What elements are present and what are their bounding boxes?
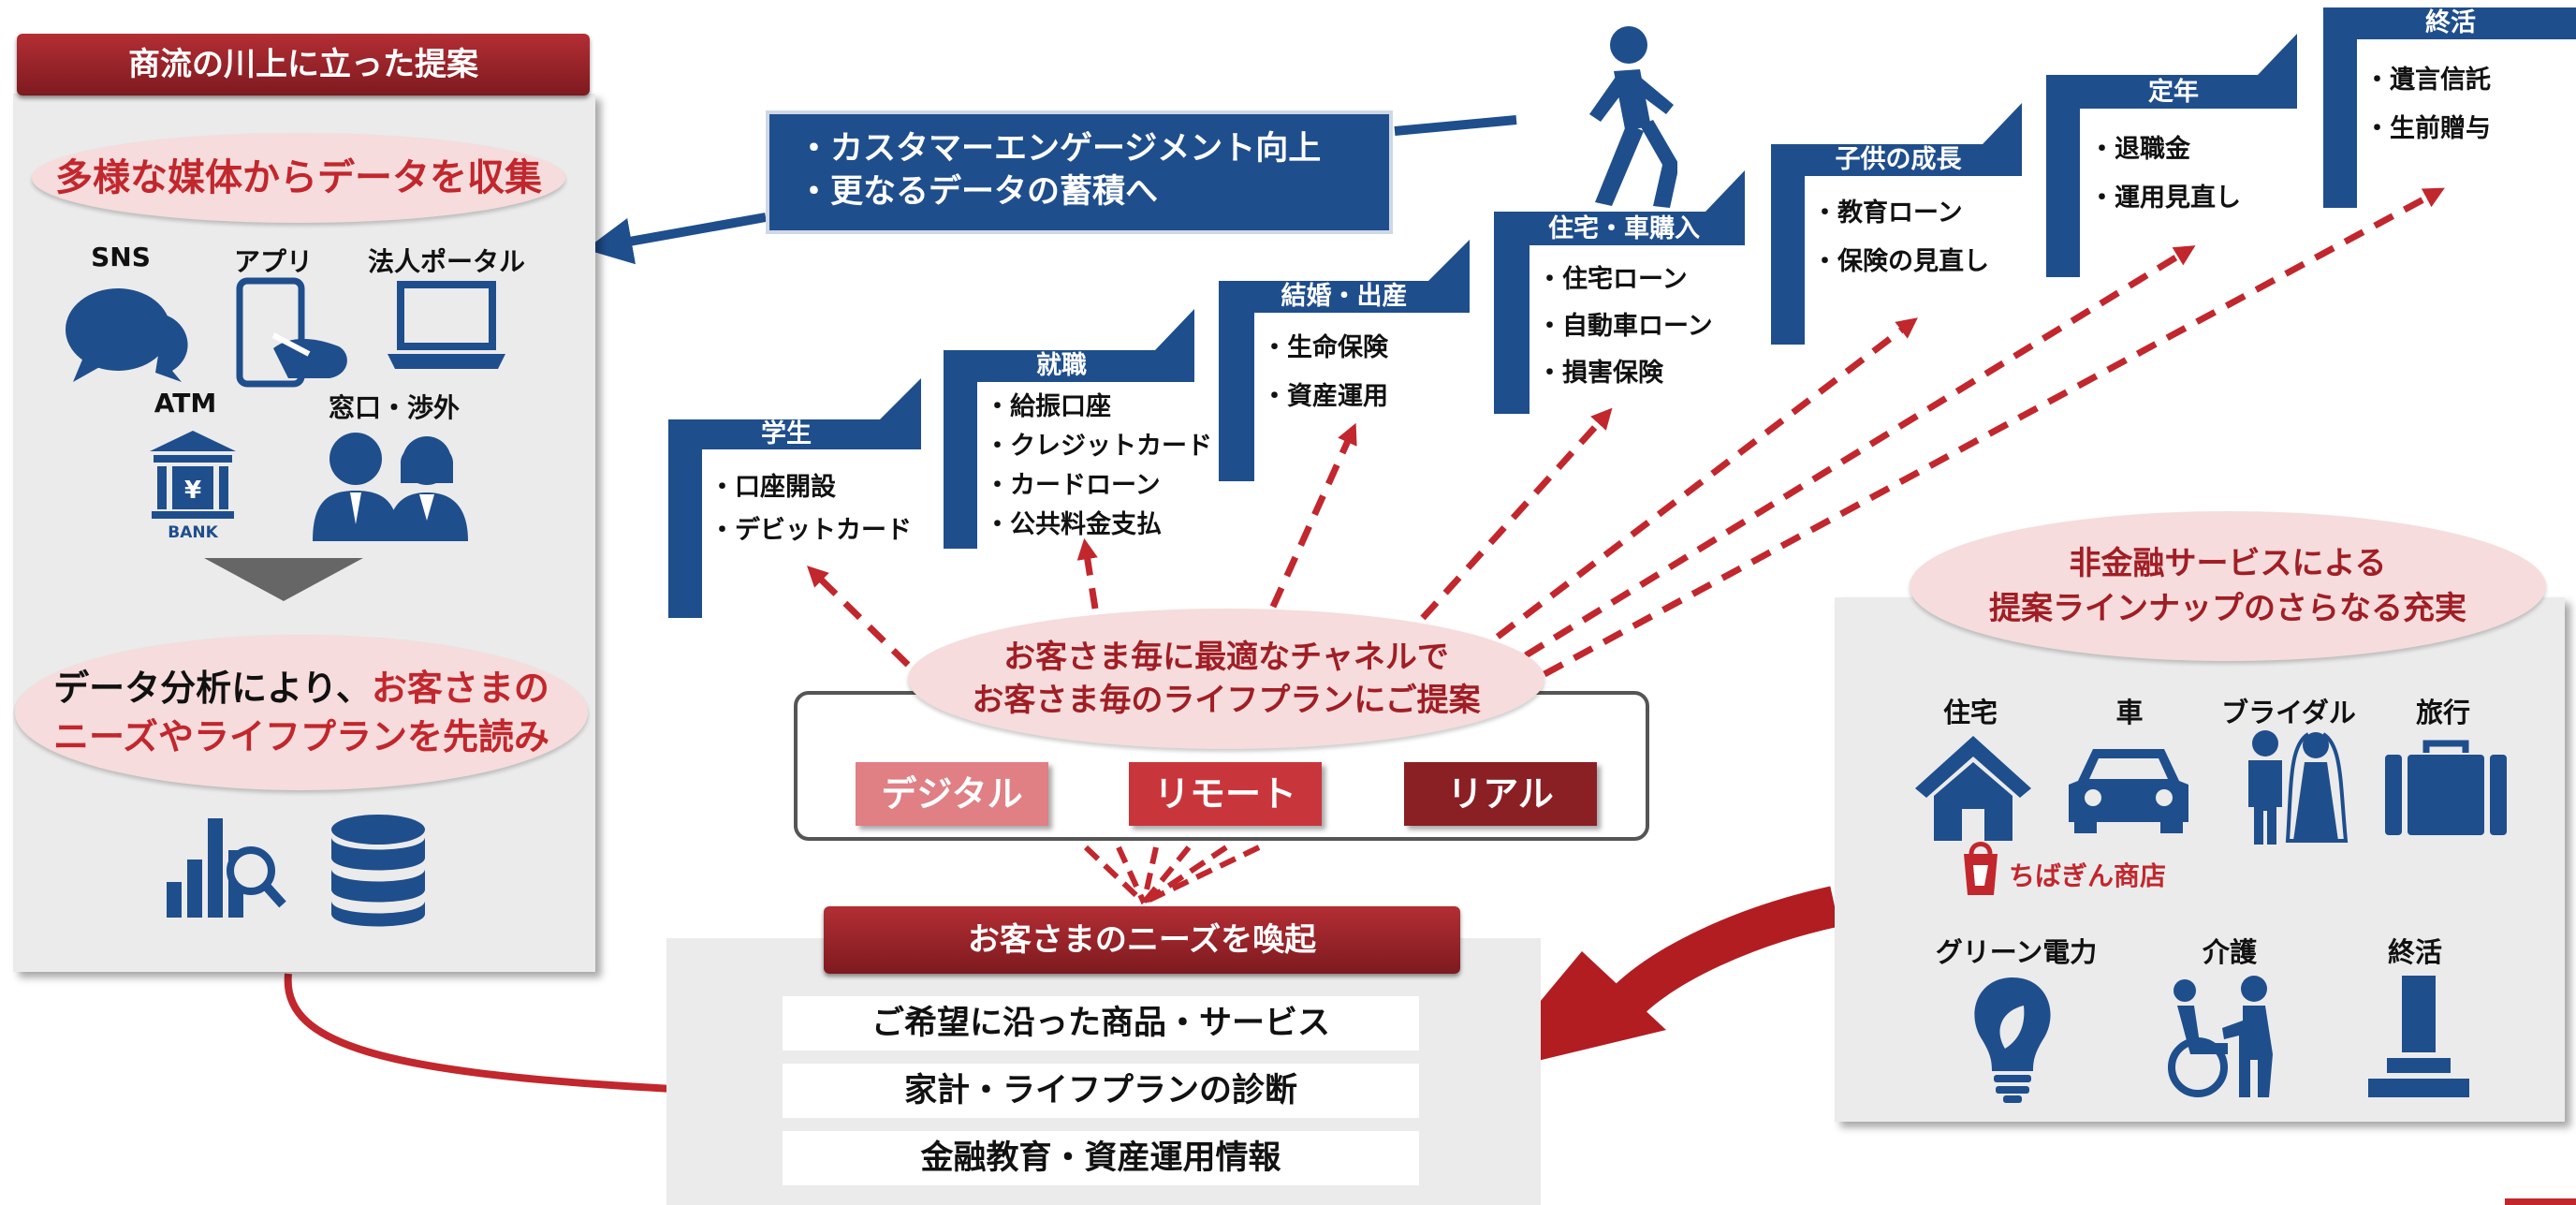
needs-title: お客さまのニーズを喚起 — [824, 906, 1460, 974]
stage-endoflife-title: 終活 — [2425, 8, 2476, 37]
smartphone-tap-icon — [236, 277, 347, 388]
list-item: ・口座開設 — [710, 473, 836, 502]
stage-children-items: ・教育ローン ・保険の見直し — [1812, 189, 1989, 287]
list-item: ・生前贈与 — [2364, 114, 2491, 143]
list-item: ・給振口座 — [985, 392, 1111, 421]
chibagin-shop-logo-icon — [1964, 842, 1998, 895]
list-item: ・クレジットカード — [985, 432, 1212, 461]
services-label: 非金融サービスによる 提案ラインナップのさらなる充実 — [1910, 511, 2546, 661]
stage-children-title: 子供の成長 — [1835, 145, 1962, 174]
app-label: アプリ — [233, 246, 313, 277]
analysis-line2: ニーズやライフプランを先読み — [52, 716, 550, 757]
bank-icon: ¥ BANK — [150, 431, 236, 541]
list-item: ・教育ローン — [1812, 198, 1963, 228]
down-triangle-icon — [204, 558, 363, 601]
list-item: ・自動車ローン — [1537, 312, 1713, 341]
care-wheelchair-icon — [2168, 976, 2273, 1097]
green-power-label: グリーン電力 — [1935, 936, 2098, 968]
bridal-label: ブライダル — [2221, 697, 2356, 728]
counter-label: 窓口・渉外 — [328, 392, 460, 423]
atm-label: ATM — [154, 388, 217, 419]
gravestone-icon — [2368, 976, 2469, 1097]
analysis-line1-red: お客さまの — [371, 668, 549, 709]
left-panel-title: 商流の川上に立った提案 — [17, 34, 590, 96]
stage-retirement-items: ・退職金 ・運用見直し — [2089, 125, 2241, 223]
bank-text: BANK — [168, 523, 218, 541]
corner-accent — [2505, 1198, 2576, 1205]
chibagin-shop-label: ちばぎん商店 — [2009, 860, 2167, 891]
channel-proposal-label: お客さま毎に最適なチャネルで お客さま毎のライフプランにご提案 — [908, 609, 1544, 749]
list-item: ・カードローン — [985, 471, 1161, 500]
stage-retirement-title: 定年 — [2148, 78, 2199, 107]
travel-label: 旅行 — [2415, 697, 2470, 728]
real-channel: リアル — [1404, 762, 1597, 826]
stage-student-items: ・口座開設 ・デビットカード — [710, 466, 912, 552]
portal-label: 法人ポータル — [367, 246, 525, 277]
stage-home-items: ・住宅ローン ・自動車ローン ・損害保険 — [1537, 257, 1713, 397]
needs-item-diagnosis: 家計・ライフプランの診断 — [783, 1064, 1419, 1118]
left-panel — [13, 94, 595, 972]
needs-item-products: ご希望に沿った商品・サービス — [783, 996, 1419, 1051]
database-icon — [331, 815, 425, 927]
stage-marriage-title: 結婚・出産 — [1281, 282, 1408, 311]
list-item: ・退職金 — [2089, 135, 2190, 164]
chat-bubbles-icon — [66, 288, 188, 382]
channel-line2: お客さま毎のライフプランにご提案 — [972, 682, 1481, 719]
house-icon — [1915, 736, 2031, 841]
list-item: ・生命保険 — [1262, 333, 1388, 362]
list-item: ・運用見直し — [2089, 184, 2241, 213]
list-item: ・公共料金支払 — [985, 510, 1162, 539]
analysis-label: データ分析により、お客さまの ニーズやライフプランを先読み — [15, 635, 588, 790]
bridal-couple-icon — [2248, 730, 2349, 845]
care-label: 介護 — [2202, 936, 2257, 968]
analysis-to-needs-arrow — [284, 973, 745, 1107]
housing-label: 住宅 — [1942, 697, 1998, 728]
lightbulb-icon — [1974, 977, 2051, 1103]
data-collection-label: 多様な媒体からデータを収集 — [32, 133, 565, 223]
list-item: ・遺言信託 — [2364, 66, 2491, 95]
stage-student-title: 学生 — [761, 419, 812, 448]
stage-employment-title: 就職 — [1036, 351, 1087, 380]
needs-item-education: 金融教育・資産運用情報 — [783, 1131, 1419, 1185]
channel-fan — [1083, 845, 1261, 905]
list-item: ・損害保険 — [1537, 359, 1663, 388]
stage-home-title: 住宅・車購入 — [1548, 214, 1700, 243]
stage-employment-items: ・給振口座 ・クレジットカード ・カードローン ・公共料金支払 — [985, 388, 1212, 545]
sns-label: SNS — [91, 242, 151, 272]
engagement-banner: ・カスタマーエンゲージメント向上 ・更なるデータの蓄積へ — [766, 110, 1393, 234]
channel-line1: お客さま毎に最適なチャネルで — [1003, 639, 1449, 676]
analytics-chart-icon — [167, 818, 286, 918]
remote-channel: リモート — [1129, 762, 1322, 826]
feedback-arrow — [585, 115, 1517, 265]
staff-people-icon — [313, 433, 468, 541]
services-line2: 提案ラインナップのさらなる充実 — [1989, 590, 2466, 627]
services-line1: 非金融サービスによる — [2069, 545, 2387, 582]
list-item: ・デビットカード — [710, 516, 912, 545]
banner-line2: ・更なるデータの蓄積へ — [798, 173, 1159, 211]
car-label: 車 — [2115, 697, 2144, 728]
yen-symbol: ¥ — [184, 477, 201, 505]
end-of-life-label: 終活 — [2387, 936, 2442, 968]
stage-marriage-items: ・生命保険 ・資産運用 — [1262, 324, 1388, 421]
services-panel — [1835, 597, 2565, 1122]
stage-endoflife-items: ・遺言信託 ・生前贈与 — [2364, 56, 2491, 154]
car-icon — [2069, 749, 2188, 833]
walking-person-icon — [1589, 26, 1677, 208]
laptop-icon — [388, 281, 505, 369]
list-item: ・資産運用 — [1262, 382, 1388, 411]
list-item: ・保険の見直し — [1812, 247, 1989, 276]
suitcase-icon — [2385, 740, 2507, 835]
banner-line1: ・カスタマーエンゲージメント向上 — [798, 130, 1322, 168]
list-item: ・住宅ローン — [1537, 265, 1688, 294]
analysis-line1-black: データ分析により、 — [53, 668, 372, 709]
digital-channel: デジタル — [856, 762, 1048, 826]
